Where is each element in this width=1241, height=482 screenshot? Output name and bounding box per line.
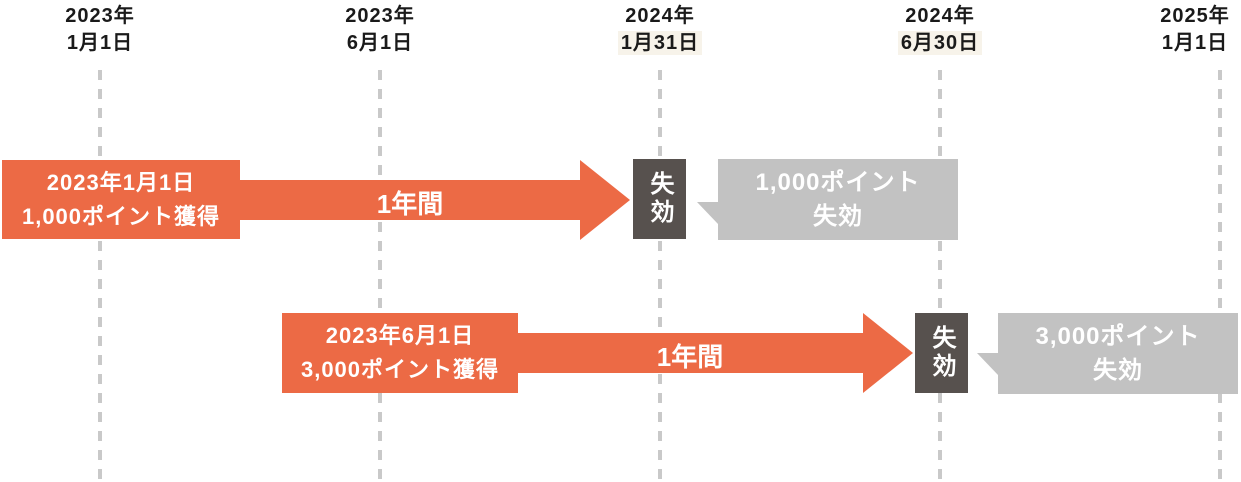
- timeline-gridline: [938, 70, 942, 482]
- points-earned-box: 2023年1月1日 1,000ポイント獲得: [2, 160, 240, 239]
- expired-label-text: 失効: [1093, 356, 1143, 384]
- points-earned-box: 2023年6月1日 3,000ポイント獲得: [282, 313, 518, 393]
- timeline-date-label: 2024年 1月31日: [580, 3, 740, 57]
- timeline-date-label: 2025年 1月1日: [1145, 3, 1241, 57]
- expire-callout-bubble: 3,000ポイント 失効: [977, 313, 1238, 394]
- date-day-highlight: 6月30日: [897, 31, 983, 55]
- expire-marker-box: 失効: [915, 313, 968, 393]
- date-day: 6月30日: [860, 30, 1020, 57]
- date-year: 2025年: [1160, 5, 1230, 27]
- date-year: 2024年: [905, 5, 975, 27]
- earned-date-text: 2023年1月1日: [46, 169, 196, 195]
- expire-callout-bubble: 1,000ポイント 失効: [697, 159, 958, 240]
- expire-marker-box: 失効: [633, 159, 686, 239]
- timeline-gridline: [98, 70, 102, 482]
- timeline-gridline: [658, 70, 662, 482]
- date-day-highlight: 1月31日: [617, 31, 703, 55]
- timeline-gridline: [1218, 70, 1222, 482]
- date-year: 2024年: [625, 5, 695, 27]
- expired-points-text: 3,000ポイント: [1035, 322, 1201, 350]
- date-year: 2023年: [65, 5, 135, 27]
- bubble-tail-icon: [977, 353, 998, 375]
- bubble-tail-icon: [697, 202, 718, 224]
- earned-points-text: 1,000ポイント獲得: [21, 203, 221, 229]
- timeline-date-label: 2024年 6月30日: [860, 3, 1020, 57]
- arrow-right-head-icon: [580, 160, 630, 240]
- date-day: 6月1日: [346, 32, 414, 54]
- timeline-date-label: 2023年 6月1日: [300, 3, 460, 57]
- arrow-right-head-icon: [863, 313, 913, 393]
- timeline-gridline: [378, 70, 382, 482]
- earned-points-text: 3,000ポイント獲得: [300, 357, 500, 382]
- expired-points-text: 1,000ポイント: [755, 168, 921, 196]
- date-day: 1月31日: [580, 30, 740, 57]
- earned-date-text: 2023年6月1日: [325, 323, 475, 348]
- duration-label: 1年間: [656, 342, 724, 372]
- duration-label: 1年間: [376, 189, 444, 219]
- date-day: 1月1日: [1161, 32, 1229, 54]
- date-year: 2023年: [345, 5, 415, 27]
- expired-label-text: 失効: [813, 202, 863, 230]
- timeline-date-label: 2023年 1月1日: [20, 3, 180, 57]
- date-day: 1月1日: [66, 32, 134, 54]
